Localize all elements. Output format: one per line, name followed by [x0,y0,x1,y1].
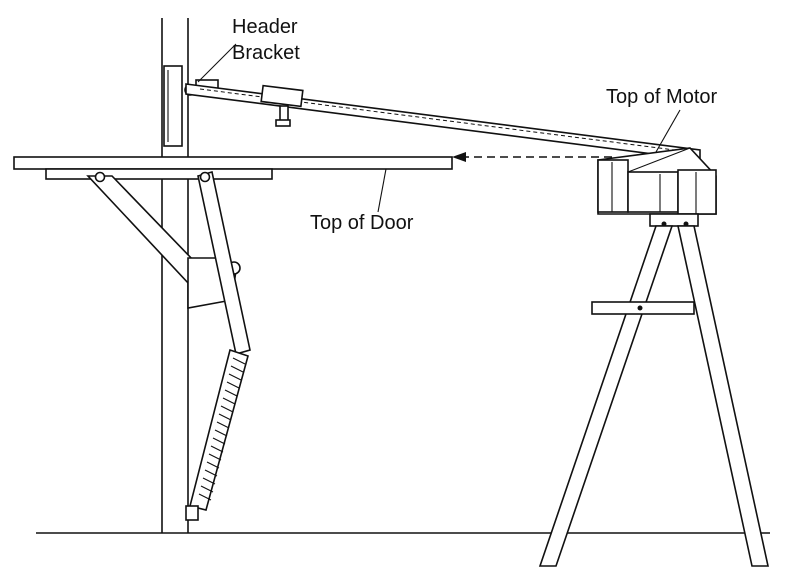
trolley [260,84,304,127]
alignment-arrow [452,152,612,162]
header-bracket-label-line2: Bracket [232,42,300,64]
motor-unit [597,147,717,215]
top-of-motor-leader [655,109,681,153]
sawhorse [538,213,769,567]
door-spring [185,348,249,521]
door-arm [197,170,251,356]
header-bracket-leader [197,43,237,83]
header-bracket-label-line1: Header [232,16,298,38]
door-panel [13,156,453,180]
top-of-door-label: Top of Door [310,212,414,234]
top-of-door-leader [377,168,387,213]
top-of-motor-label: Top of Motor [606,86,718,108]
header-bracket [163,65,219,147]
